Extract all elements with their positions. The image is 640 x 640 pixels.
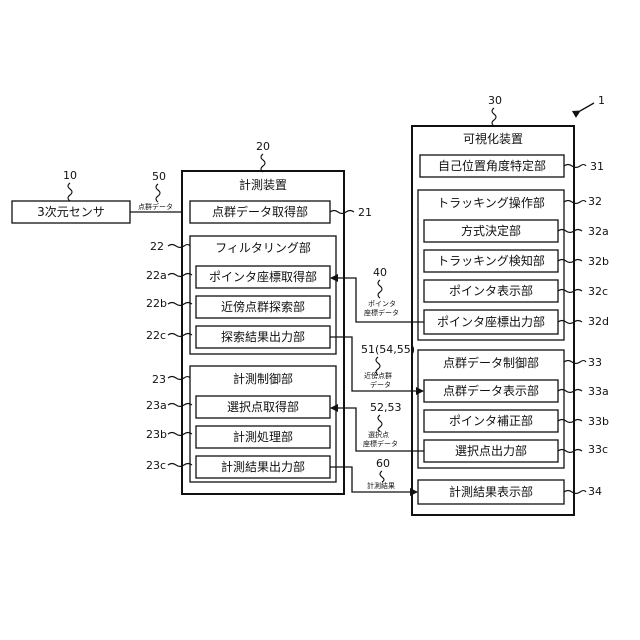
- tracking-item-32d-label: ポインタ座標出力部: [437, 314, 545, 329]
- filter-title: フィルタリング部: [215, 240, 311, 255]
- filter-item-22c-label: 探索結果出力部: [221, 329, 305, 344]
- link-40-label1: ポインタ: [368, 299, 396, 308]
- viz-ref-leader: [492, 108, 496, 126]
- pcctrl-item-33c-label: 選択点出力部: [455, 443, 527, 458]
- filter-item-22c-ref: 22c: [146, 329, 166, 342]
- figure-ref-arrow: [580, 103, 594, 111]
- tracking-title: トラッキング操作部: [437, 195, 545, 210]
- link-40-leader: [378, 280, 382, 298]
- control-item-23b-label: 計測処理部: [233, 429, 293, 444]
- pcctrl-item-33c-ref: 33c: [588, 443, 608, 456]
- link-60-label: 計測結果: [367, 481, 395, 490]
- link-52-label1: 選択点: [368, 430, 389, 439]
- tracking-item-32a-label: 方式決定部: [461, 223, 521, 238]
- filter-item-22a-label: ポインタ座標取得部: [209, 269, 317, 284]
- control-item-23a-ref: 23a: [146, 399, 167, 412]
- tracking-item-32c-label: ポインタ表示部: [449, 283, 533, 298]
- viz-title: 可視化装置: [463, 131, 523, 146]
- pcctrl-ref: 33: [588, 356, 602, 369]
- link-50-leader: [156, 184, 160, 202]
- link-50-ref: 50: [152, 170, 166, 183]
- result-disp-label: 計測結果表示部: [449, 484, 533, 499]
- pcctrl-item-33a-ref: 33a: [588, 385, 609, 398]
- filter-item-22b-label: 近傍点群探索部: [221, 299, 305, 314]
- control-item-23c-label: 計測結果出力部: [221, 459, 305, 474]
- pcctrl-item-33b-ref: 33b: [588, 415, 609, 428]
- link-60-ref: 60: [376, 457, 390, 470]
- pcctrl-item-33a-label: 点群データ表示部: [443, 383, 539, 398]
- control-item-23b-ref: 23b: [146, 428, 167, 441]
- control-ref: 23: [152, 373, 166, 386]
- link-40-label2: 座標データ: [364, 308, 399, 317]
- link-51-label2: データ: [370, 380, 391, 389]
- self-pos-ref: 31: [590, 160, 604, 173]
- link-51-ref: 51(54,55): [361, 343, 415, 356]
- link-52-ref: 52,53: [370, 401, 402, 414]
- tracking-item-32b-label: トラッキング検知部: [437, 253, 545, 268]
- sensor-ref: 10: [63, 169, 77, 182]
- self-pos-label: 自己位置角度特定部: [438, 158, 546, 173]
- pcctrl-item-33b-label: ポインタ補正部: [449, 413, 533, 428]
- result-disp-ref: 34: [588, 485, 602, 498]
- filter-item-22b-ref: 22b: [146, 297, 167, 310]
- tracking-item-32b-ref: 32b: [588, 255, 609, 268]
- filter-ref: 22: [150, 240, 164, 253]
- acquire-ref: 21: [358, 206, 372, 219]
- tracking-ref: 32: [588, 195, 602, 208]
- link-40-ref: 40: [373, 266, 387, 279]
- control-item-23c-ref: 23c: [146, 459, 166, 472]
- sensor-label: 3次元センサ: [37, 205, 105, 219]
- viz-ref: 30: [488, 94, 502, 107]
- control-item-23a-label: 選択点取得部: [227, 399, 299, 414]
- link-51-label1: 近傍点群: [364, 371, 392, 380]
- tracking-item-32d-ref: 32d: [588, 315, 609, 328]
- tracking-item-32a-ref: 32a: [588, 225, 609, 238]
- link-52-leader: [378, 415, 382, 431]
- measure-ref-leader: [261, 154, 265, 172]
- filter-item-22a-ref: 22a: [146, 269, 167, 282]
- acquire-label: 点群データ取得部: [212, 204, 308, 219]
- sensor-ref-leader: [68, 183, 72, 201]
- link-60-leader: [380, 471, 384, 482]
- control-title: 計測制御部: [233, 371, 293, 386]
- tracking-item-32c-ref: 32c: [588, 285, 608, 298]
- link-52-label2: 座標データ: [363, 439, 398, 448]
- pcctrl-title: 点群データ制御部: [443, 355, 539, 370]
- measure-ref: 20: [256, 140, 270, 153]
- link-50-label: 点群データ: [138, 202, 173, 211]
- figure-ref: 1: [598, 94, 605, 107]
- measure-title: 計測装置: [239, 177, 287, 192]
